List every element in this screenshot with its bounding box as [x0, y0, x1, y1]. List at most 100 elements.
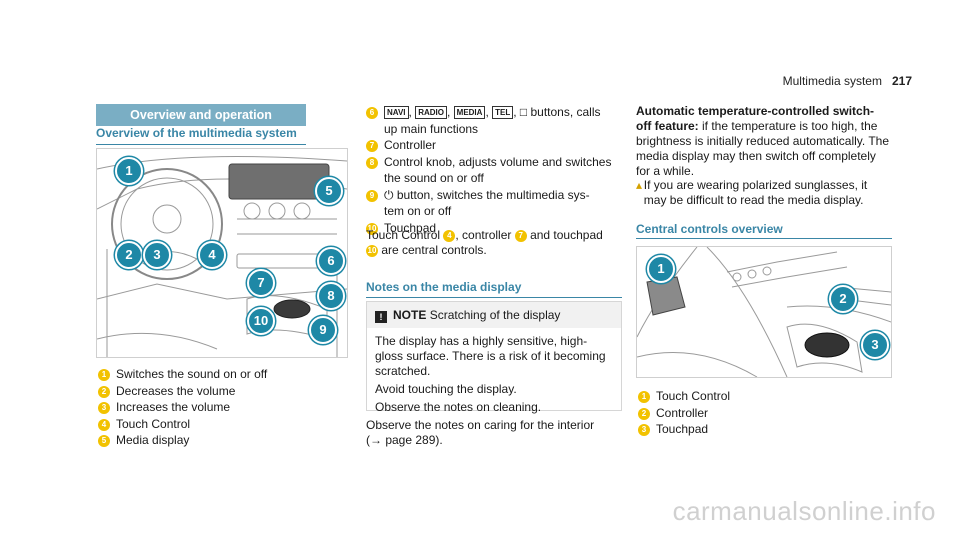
note-label: NOTE [393, 308, 427, 322]
legend-item-8: 8 Control knob, adjusts volume and switch… [366, 154, 622, 171]
number-badge: 2 [638, 407, 650, 420]
callout-2: 2 [829, 285, 857, 313]
number-badge: 9 [366, 189, 378, 202]
legend-item-10: 10 Touchpad [366, 220, 622, 237]
legend-text: buttons, calls [527, 105, 601, 119]
legend-text: Decreases the volume [116, 383, 236, 398]
auto-switch-off-paragraph: Automatic temperature-controlled switch-… [636, 104, 892, 179]
subheading-central-controls: Central controls overview [636, 222, 783, 236]
tip-text: If you are wearing polarized sunglasses,… [643, 178, 868, 207]
dashboard-figure: 1 2 3 4 5 6 7 8 10 9 [96, 148, 348, 358]
legend-item-9: 9 ⏻ button, switches the multimedia sys- [366, 187, 622, 204]
feature-heading: off feature: [636, 119, 699, 133]
legend-item: 4 Touch Control [98, 416, 267, 433]
callout-6: 6 [317, 247, 345, 275]
callout-9: 9 [309, 316, 337, 344]
power-icon: ⏻ [384, 187, 394, 202]
watermark: carmanualsonline.info [672, 496, 936, 526]
callout-3: 3 [861, 331, 889, 359]
legend-item-7: 7 Controller [366, 137, 622, 154]
media-key: MEDIA [453, 106, 486, 119]
legend-text-cont: the sound on or off [384, 171, 484, 185]
callout-1: 1 [115, 157, 143, 185]
legend-text: Increases the volume [116, 400, 231, 414]
number-badge: 3 [98, 402, 110, 414]
feature-text: if the temperature is too high, the brig… [636, 119, 890, 178]
number-badge: 1 [98, 369, 110, 381]
observe-text: Observe the notes on caring for the inte… [366, 418, 622, 448]
subheading-notes: Notes on the media display [366, 280, 522, 294]
central-controls-figure: 1 2 3 [636, 246, 892, 378]
number-badge: 8 [366, 156, 378, 169]
number-badge: 6 [366, 107, 378, 119]
legend-text-cont: tem on or off [384, 204, 452, 218]
summary-text: and touchpad [526, 228, 603, 242]
legend-text: Controller [384, 138, 437, 152]
legend-item: 2 Decreases the volume [98, 383, 267, 400]
section-title: Overview and operation [96, 104, 306, 126]
radio-key: RADIO [415, 106, 447, 119]
note-box: ! NOTE Scratching of the display The disp… [366, 301, 622, 414]
overview-legend: 1 Switches the sound on or off 2 Decreases… [98, 366, 267, 449]
navi-key: NAVI [384, 106, 409, 119]
callout-2: 2 [115, 241, 143, 269]
rule [96, 144, 306, 145]
legend-text: Control knob, adjusts volume and switche… [384, 154, 612, 169]
page-reference-link[interactable]: (→ page 289). [366, 433, 443, 447]
number-badge: 1 [638, 391, 650, 403]
note-text: The display has a highly sensitive, high… [375, 334, 606, 378]
callout-5: 5 [315, 177, 343, 205]
page-number: 217 [891, 74, 912, 88]
tip: ▴ If you are wearing polarized sunglasse… [636, 178, 892, 208]
warning-icon: ! [375, 311, 387, 323]
summary-text: are central controls. [378, 243, 487, 257]
legend-text: button, switches the multimedia sys- [393, 187, 590, 202]
console-illustration [637, 247, 891, 377]
note-header: ! NOTE Scratching of the display [367, 302, 621, 328]
observe-line: Observe the notes on caring for the inte… [366, 418, 595, 432]
number-badge: 4 [98, 418, 110, 431]
legend-text-cont: up main functions [384, 121, 479, 136]
number-badge: 10 [366, 222, 378, 235]
number-badge: 7 [366, 140, 378, 152]
number-badge: 2 [98, 385, 110, 398]
note-title: Scratching of the display [429, 308, 561, 322]
note-text: Observe the notes on cleaning. [375, 400, 542, 414]
summary-text: Touch Control [366, 228, 444, 242]
legend-text: Touchpad [384, 220, 437, 235]
dashboard-illustration [97, 156, 347, 357]
note-body: The display has a highly sensitive, high… [367, 328, 621, 421]
legend-text: Touch Control [116, 416, 191, 431]
callout-3: 3 [143, 241, 171, 269]
legend-item: 3 Increases the volume [98, 399, 267, 416]
number-badge: 5 [98, 435, 110, 447]
header-title: Multimedia system [782, 74, 882, 88]
legend-item: 1 Switches the sound on or off [98, 366, 267, 383]
note-text: Avoid touching the display. [375, 382, 517, 396]
legend-text: Switches the sound on or off [116, 367, 268, 381]
number-badge: 10 [366, 245, 378, 257]
central-controls-summary: Touch Control 4, controller 7 and touchp… [366, 228, 622, 258]
car-icon: □ [519, 105, 528, 119]
number-badge: 3 [638, 424, 650, 436]
summary-text: , controller [455, 228, 515, 242]
tel-key: TEL [492, 106, 514, 119]
legend-text: Touch Control [656, 389, 731, 403]
lightbulb-icon: ▴ [636, 178, 643, 192]
number-badge: 7 [514, 230, 527, 242]
legend-item: 1 Touch Control [638, 388, 730, 405]
callout-7: 7 [247, 269, 275, 297]
number-badge: 4 [443, 230, 456, 242]
rule [636, 238, 892, 239]
feature-heading: Automatic temperature-controlled switch- [636, 104, 875, 118]
subheading-overview: Overview of the multimedia system [96, 126, 297, 140]
running-header: Multimedia system 217 [783, 74, 912, 88]
callout-1: 1 [647, 255, 675, 283]
legend-text: Touchpad [656, 422, 709, 436]
callout-8: 8 [317, 282, 345, 310]
